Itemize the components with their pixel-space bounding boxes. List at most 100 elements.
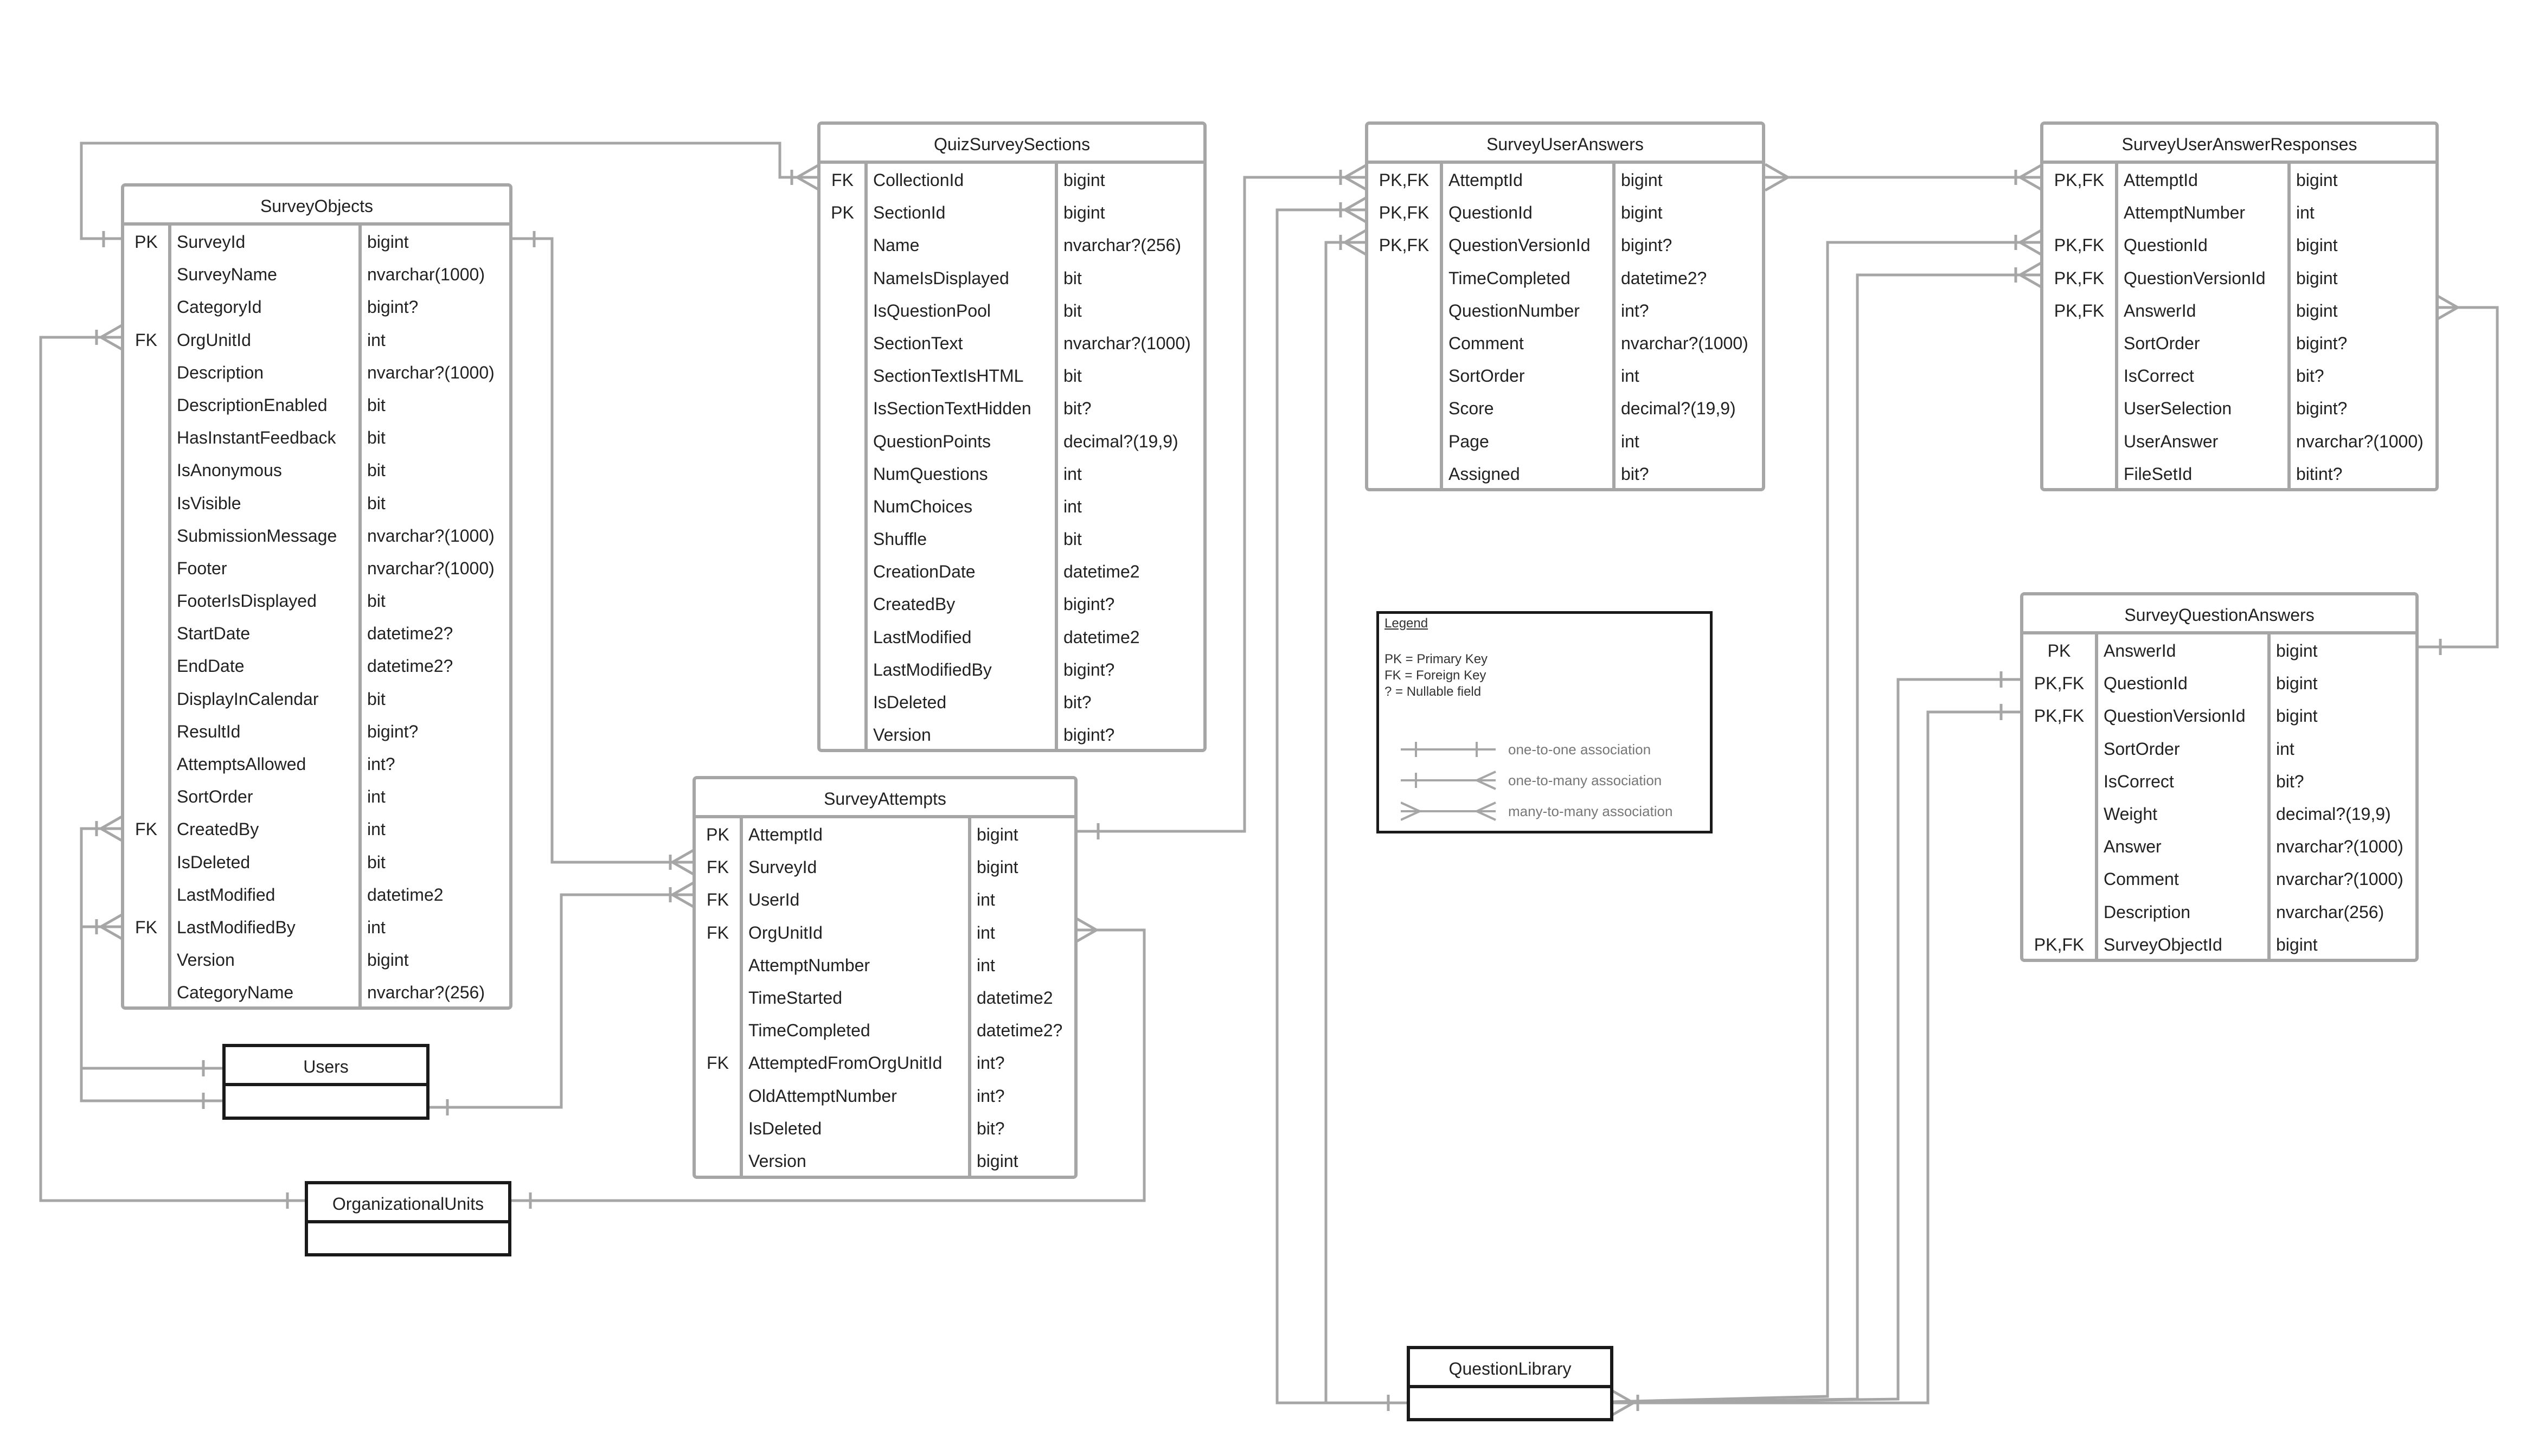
rel-surveyattempts-surveyuseranswers (1074, 176, 1368, 833)
field-name: QuestionId (2104, 674, 2188, 694)
entity-title: SurveyAttempts (696, 779, 1074, 818)
field-type: datetime2? (1621, 268, 1707, 288)
field-type: datetime2? (367, 656, 453, 676)
field-key (2043, 425, 2115, 458)
field-type: int? (977, 1053, 1005, 1073)
field-type: int (367, 787, 386, 807)
field-type: bigint (1063, 203, 1105, 223)
field-name: AttemptId (1448, 170, 1523, 190)
field-name: SortOrder (2124, 333, 2200, 353)
field-key (124, 683, 168, 715)
field-type: nvarchar?(1000) (367, 362, 495, 382)
field-name: TimeStarted (748, 987, 843, 1008)
field-type: bitint? (2296, 464, 2343, 484)
field-type: bit? (2276, 771, 2304, 791)
field-key (696, 1112, 740, 1145)
field-type: nvarchar(256) (2276, 902, 2384, 922)
field-name: TimeCompleted (1448, 268, 1571, 288)
field-name: Score (1448, 399, 1494, 419)
field-name: CreatedBy (873, 594, 956, 614)
field-key (2023, 896, 2095, 928)
field-name: IsDeleted (748, 1118, 822, 1138)
field-name: QuestionNumber (1448, 300, 1580, 320)
entity-title: Users (226, 1047, 426, 1086)
legend-many-to-many: many-to-many association (1508, 803, 1673, 819)
key-column: FK PK (821, 164, 864, 752)
field-key (124, 487, 168, 519)
field-name: SectionId (873, 203, 946, 223)
field-name: StartDate (177, 624, 251, 644)
field-key (1368, 425, 1440, 458)
column-divider (1440, 164, 1443, 491)
field-key (696, 1145, 740, 1177)
field-name: AttemptNumber (2124, 203, 2246, 223)
field-key (124, 748, 168, 780)
field-type: bigint (1621, 203, 1663, 223)
field-type: bigint (2276, 706, 2318, 726)
field-key (821, 490, 864, 523)
field-key (124, 780, 168, 813)
field-type: datetime2? (977, 1021, 1063, 1041)
field-key (821, 719, 864, 751)
entity-users[interactable]: Users (222, 1044, 430, 1120)
field-type: int (367, 330, 386, 350)
rel-useranswerresponses-questionanswers (2416, 306, 2499, 649)
field-name: NameIsDisplayed (873, 268, 1009, 288)
column-divider (968, 818, 971, 1179)
field-type: bigint (977, 1151, 1018, 1171)
field-type: bigint? (1063, 659, 1115, 679)
field-name: CreatedBy (177, 819, 259, 839)
field-key: FK (831, 170, 854, 190)
field-type: int (977, 922, 995, 942)
entity-question-library[interactable]: QuestionLibrary (1407, 1346, 1613, 1421)
legend-fk: FK = Foreign Key (1384, 668, 1486, 683)
field-key: PK (2047, 641, 2071, 660)
rel-questionlibrary-useranswers-questionid (1275, 208, 1408, 1404)
field-name: QuestionPoints (873, 431, 991, 451)
field-name: Comment (2104, 869, 2179, 889)
entity-title: OrganizationalUnits (308, 1184, 508, 1223)
column-divider (2115, 164, 2118, 491)
field-key: FK (707, 890, 729, 910)
entity-organizational-units[interactable]: OrganizationalUnits (305, 1181, 511, 1256)
field-key: PK (831, 203, 854, 223)
field-name: Description (2104, 902, 2191, 922)
field-type: datetime2 (1063, 627, 1140, 647)
one-to-one-icon (1401, 742, 1496, 757)
field-type: bigint? (367, 297, 419, 317)
entity-title: SurveyQuestionAnswers (2023, 595, 2415, 634)
field-type: bigint? (367, 721, 419, 741)
field-name: OrgUnitId (177, 330, 251, 350)
field-key: PK,FK (1379, 170, 1430, 190)
field-name: SurveyId (748, 857, 817, 877)
field-type: bit (367, 591, 386, 611)
field-name: SortOrder (1448, 366, 1525, 386)
field-name: AnswerId (2104, 641, 2176, 660)
field-name: SortOrder (2104, 739, 2180, 759)
field-type: int (1063, 464, 1082, 484)
field-type: decimal?(19,9) (1621, 399, 1736, 419)
field-key (124, 585, 168, 617)
field-name: AnswerId (2124, 300, 2196, 320)
column-divider (864, 164, 868, 752)
field-key: PK,FK (1379, 203, 1430, 223)
rel-surveyobjects-orgunits (39, 336, 306, 1202)
field-key (124, 944, 168, 976)
field-type: datetime2 (1063, 562, 1140, 582)
column-divider (2287, 164, 2291, 491)
field-name: LastModifiedBy (873, 659, 992, 679)
